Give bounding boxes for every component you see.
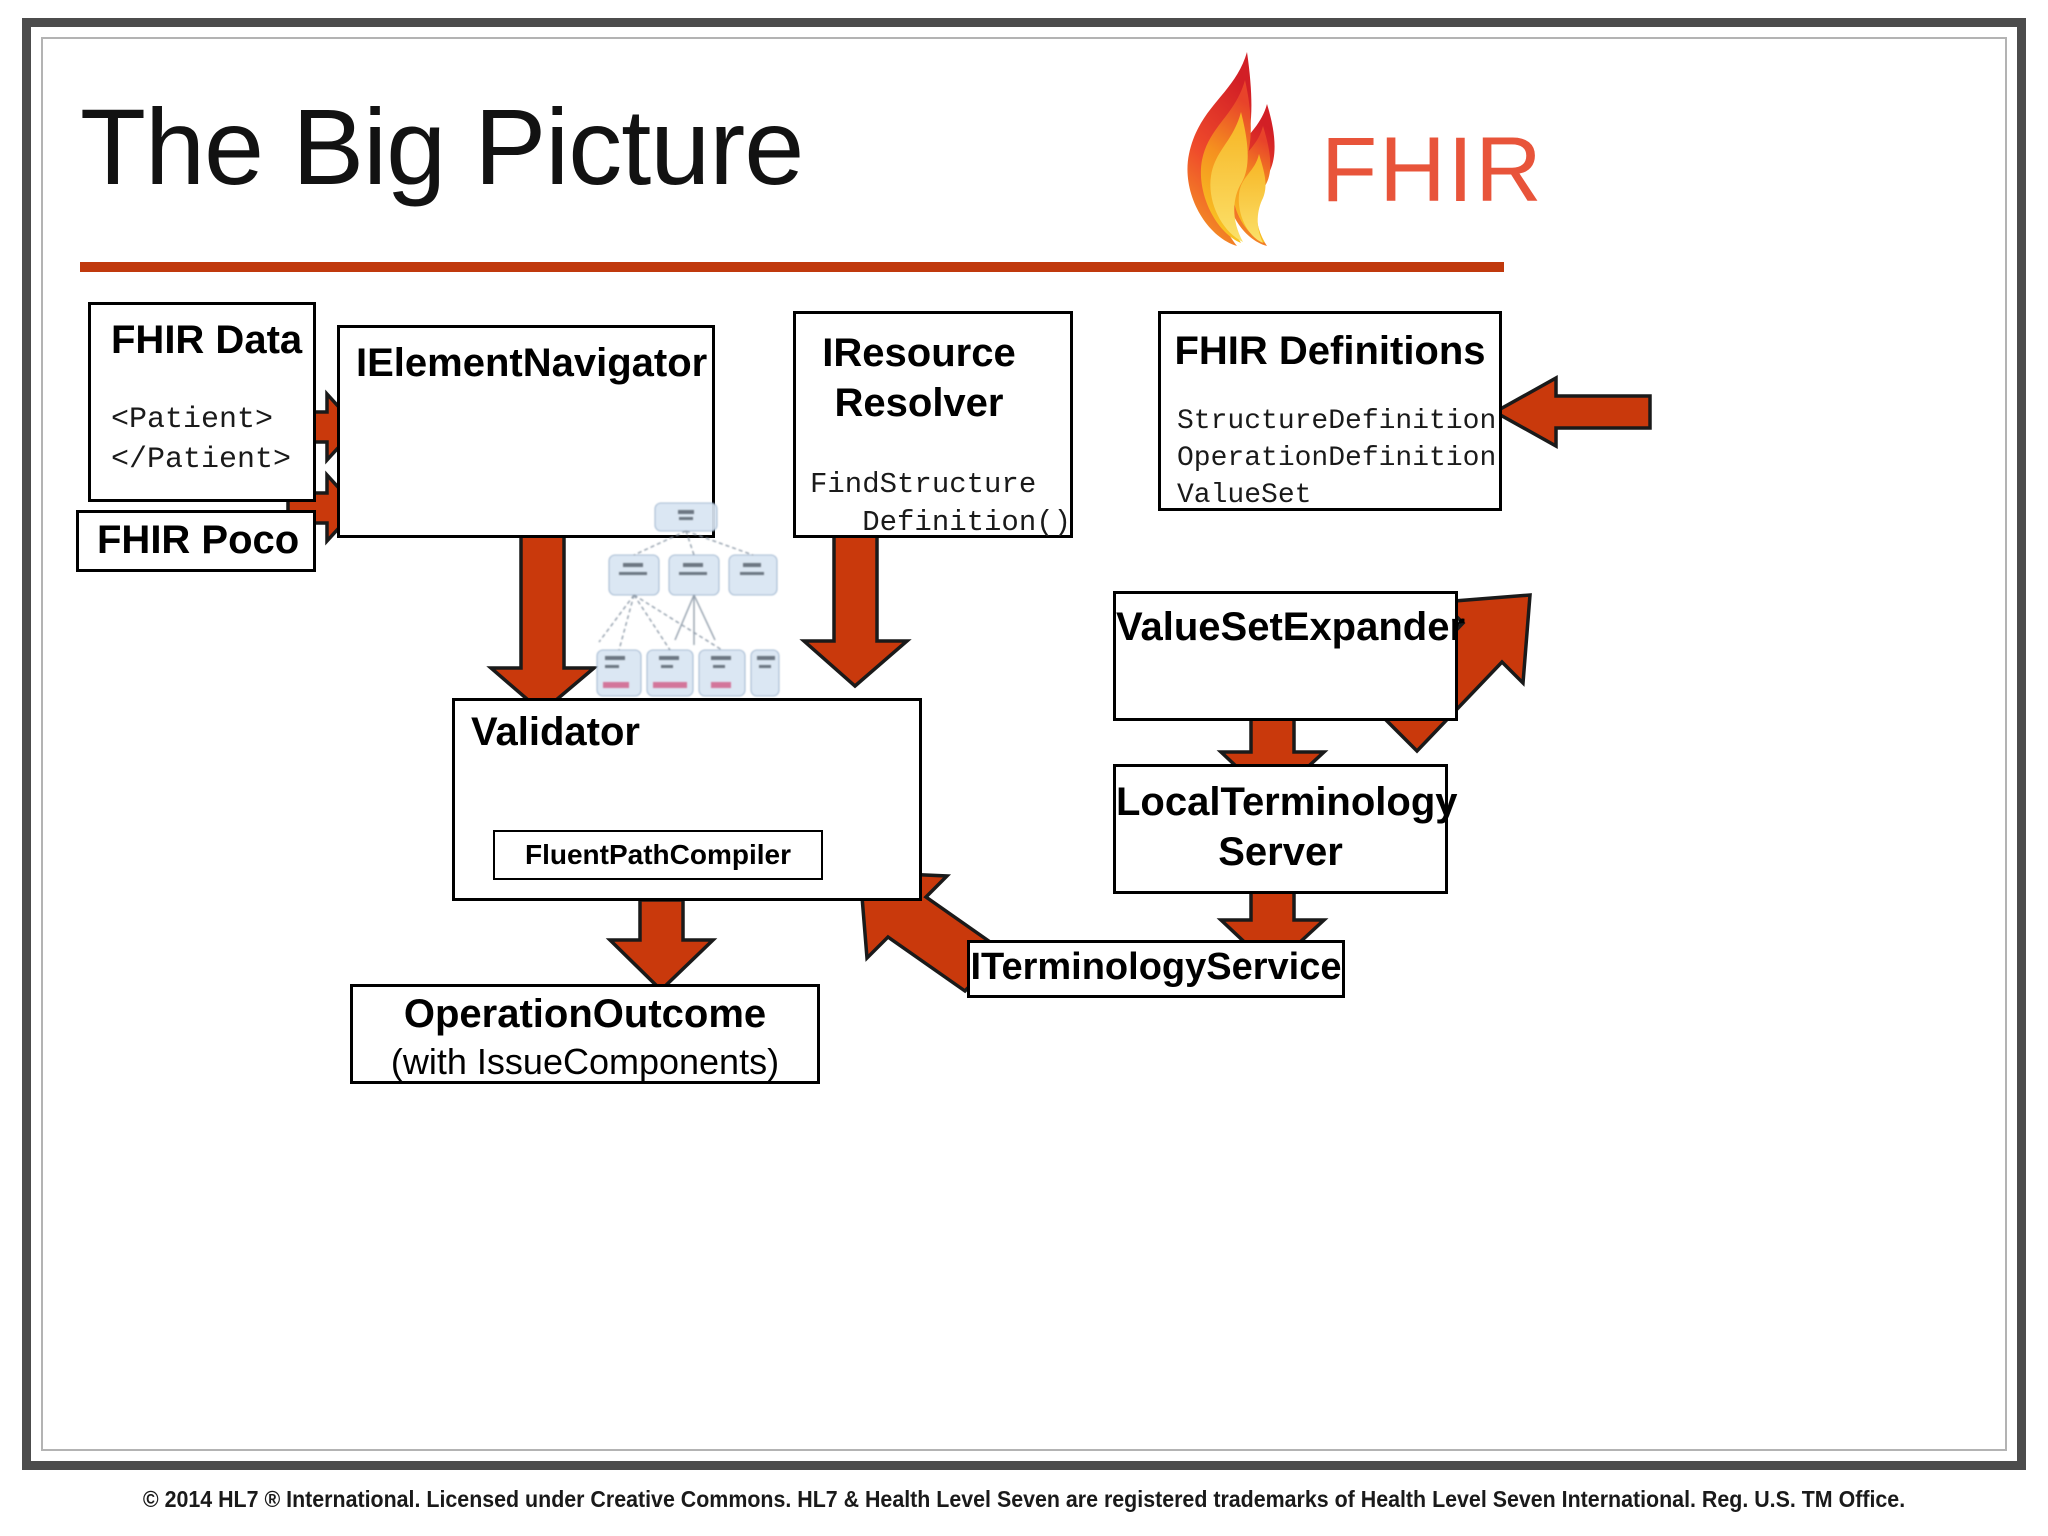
- box-local-terminology-server: LocalTerminology Server: [1113, 764, 1458, 894]
- fhir-data-code: <Patient> </Patient>: [111, 403, 292, 477]
- terminology-service-title: ITerminologyService: [970, 946, 1342, 988]
- flame-icon: [1187, 52, 1275, 246]
- box-operation-outcome: OperationOutcome (with IssueComponents): [350, 984, 820, 1084]
- box-fhir-data: FHIR Data <Patient> </Patient>: [88, 302, 316, 502]
- box-resource-resolver: IResource Resolver FindStructure Definit…: [793, 311, 1073, 539]
- fhir-poco-title: FHIR Poco: [97, 518, 300, 562]
- operation-outcome-subtitle: (with IssueComponents): [390, 1041, 780, 1082]
- box-terminology-service: ITerminologyService: [967, 940, 1345, 998]
- validator-title: Validator: [471, 710, 640, 754]
- box-fhir-poco: FHIR Poco: [76, 510, 316, 572]
- element-navigator-title: IElementNavigator: [356, 341, 708, 385]
- box-fluentpath-compiler: FluentPathCompiler: [493, 830, 823, 880]
- resource-resolver-code: FindStructure Definition(): [810, 468, 1072, 540]
- fhir-data-title: FHIR Data: [111, 318, 303, 362]
- slide-frame: [22, 18, 2026, 1470]
- fhir-definitions-code: StructureDefinition OperationDefinition …: [1177, 406, 1497, 511]
- title-divider: [80, 262, 1504, 272]
- slide-inner-border: [41, 37, 2007, 1451]
- box-validator: Validator FluentPathCompiler: [452, 698, 922, 901]
- copyright-footer: © 2014 HL7 ® International. Licensed und…: [142, 1486, 1906, 1512]
- valueset-expander-title: ValueSetExpander: [1116, 605, 1466, 649]
- box-element-navigator: IElementNavigator: [337, 325, 715, 538]
- fhir-definitions-title: FHIR Definitions: [1174, 329, 1486, 373]
- resource-resolver-title-line1: IResource: [822, 331, 1016, 375]
- local-terminology-title-line2: Server: [1218, 830, 1343, 874]
- fhir-logo-text: FHIR: [1321, 119, 1544, 221]
- local-terminology-title-line1: LocalTerminology: [1116, 780, 1458, 824]
- resource-resolver-title-line2: Resolver: [834, 381, 1004, 425]
- box-fhir-definitions: FHIR Definitions StructureDefinition Ope…: [1158, 311, 1502, 511]
- operation-outcome-title: OperationOutcome: [403, 992, 767, 1036]
- page-title: The Big Picture: [80, 86, 804, 207]
- box-valueset-expander: ValueSetExpander: [1113, 591, 1466, 721]
- fhir-logo: FHIR: [1175, 50, 1542, 250]
- element-tree-diagram: [596, 502, 780, 697]
- fluentpath-compiler-title: FluentPathCompiler: [524, 839, 791, 870]
